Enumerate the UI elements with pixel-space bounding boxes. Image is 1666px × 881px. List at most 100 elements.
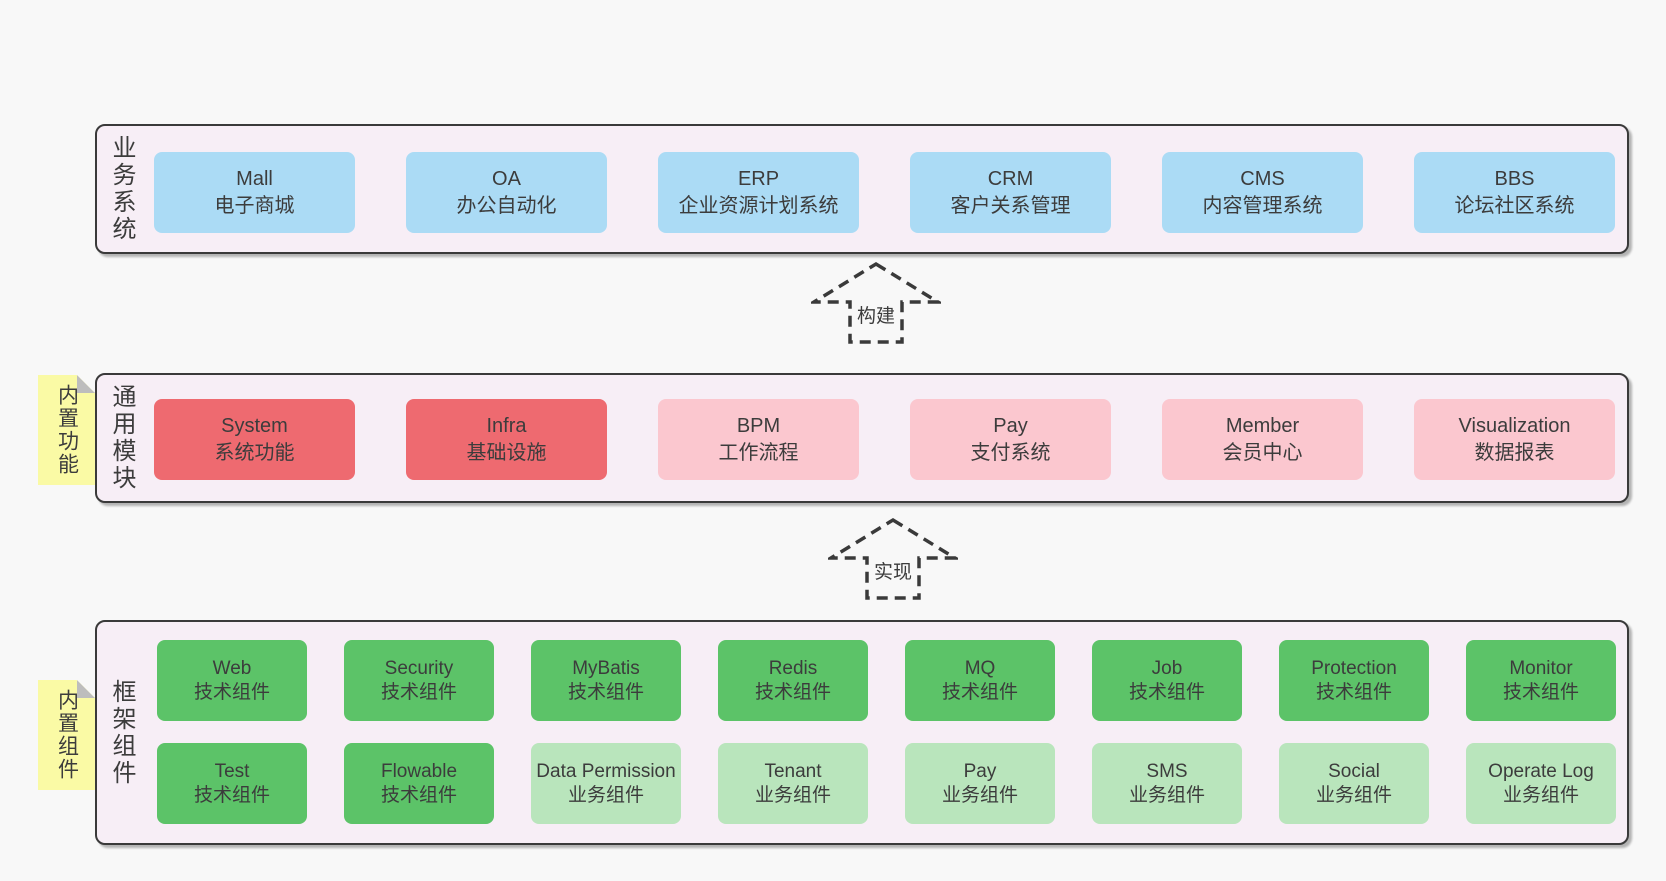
box-erp: ERP 企业资源计划系统 (658, 152, 859, 233)
modules-box-row: System 系统功能 Infra 基础设施 BPM 工作流程 Pay 支付系统… (154, 399, 1615, 480)
box-subtitle: 业务组件 (1502, 784, 1579, 806)
box-subtitle: 系统功能 (214, 441, 295, 464)
box-test: Test 技术组件 (157, 743, 307, 824)
box-title: CMS (1240, 167, 1285, 190)
box-member: Member 会员中心 (1162, 399, 1363, 480)
box-title: MQ (964, 657, 996, 679)
components-layer-label: 框架组件 (108, 678, 135, 787)
box-oa: OA 办公自动化 (406, 152, 607, 233)
box-title: CRM (987, 167, 1034, 190)
box-subtitle: 技术组件 (1502, 681, 1579, 703)
box-subtitle: 业务组件 (754, 784, 831, 806)
box-subtitle: 技术组件 (380, 784, 457, 806)
box-title: Pay (993, 414, 1028, 437)
business-layer-label: 业务系统 (108, 135, 135, 243)
box-title: Flowable (380, 760, 458, 782)
modules-layer-label: 通用模块 (108, 384, 135, 492)
business-systems-layer: 业务系统 Mall 电子商城 OA 办公自动化 ERP 企业资源计划系统 CRM… (95, 124, 1629, 254)
box-title: Web (212, 657, 252, 679)
box-subtitle: 技术组件 (380, 681, 457, 703)
box-web: Web 技术组件 (157, 640, 307, 721)
box-subtitle: 技术组件 (567, 681, 644, 703)
box-subtitle: 业务组件 (941, 784, 1018, 806)
box-title: BPM (736, 414, 781, 437)
folded-corner-icon (77, 680, 95, 698)
box-infra: Infra 基础设施 (406, 399, 607, 480)
box-title: OA (492, 167, 521, 190)
box-subtitle: 支付系统 (970, 441, 1051, 464)
box-mybatis: MyBatis 技术组件 (531, 640, 681, 721)
common-modules-layer: 通用模块 System 系统功能 Infra 基础设施 BPM 工作流程 Pay… (95, 373, 1629, 503)
box-visualization: Visualization 数据报表 (1414, 399, 1615, 480)
box-pay-business: Pay 业务组件 (905, 743, 1055, 824)
box-subtitle: 技术组件 (1128, 681, 1205, 703)
box-subtitle: 论坛社区系统 (1454, 194, 1575, 217)
box-title: Job (1151, 657, 1183, 679)
box-title: System (221, 414, 288, 437)
box-subtitle: 电子商城 (214, 194, 295, 217)
box-system: System 系统功能 (154, 399, 355, 480)
builtin-functions-sticky-note: 内置功能 (38, 375, 95, 485)
box-mall: Mall 电子商城 (154, 152, 355, 233)
box-cms: CMS 内容管理系统 (1162, 152, 1363, 233)
box-title: Member (1225, 414, 1300, 437)
box-social: Social 业务组件 (1279, 743, 1429, 824)
box-flowable: Flowable 技术组件 (344, 743, 494, 824)
box-title: Visualization (1458, 414, 1571, 437)
box-monitor: Monitor 技术组件 (1466, 640, 1616, 721)
box-title: Test (214, 760, 250, 782)
box-subtitle: 数据报表 (1474, 441, 1555, 464)
box-pay: Pay 支付系统 (910, 399, 1111, 480)
box-subtitle: 会员中心 (1222, 441, 1303, 464)
box-title: BBS (1494, 167, 1535, 190)
box-operate-log: Operate Log 业务组件 (1466, 743, 1616, 824)
implement-arrow-label: 实现 (870, 557, 916, 584)
box-title: MyBatis (572, 657, 640, 679)
box-subtitle: 业务组件 (1315, 784, 1392, 806)
box-title: ERP (737, 167, 780, 190)
box-sms: SMS 业务组件 (1092, 743, 1242, 824)
folded-corner-icon (77, 375, 95, 393)
box-data-permission: Data Permission 业务组件 (531, 743, 681, 824)
business-box-row: Mall 电子商城 OA 办公自动化 ERP 企业资源计划系统 CRM 客户关系… (154, 152, 1615, 233)
box-bpm: BPM 工作流程 (658, 399, 859, 480)
box-title: Pay (963, 760, 997, 782)
box-subtitle: 技术组件 (754, 681, 831, 703)
implement-arrow: 实现 (828, 517, 958, 601)
box-bbs: BBS 论坛社区系统 (1414, 152, 1615, 233)
box-subtitle: 内容管理系统 (1202, 194, 1323, 217)
box-job: Job 技术组件 (1092, 640, 1242, 721)
box-title: Infra (486, 414, 527, 437)
builtin-components-sticky-note: 内置组件 (38, 680, 95, 790)
box-subtitle: 基础设施 (466, 441, 547, 464)
components-box-row-2: Test 技术组件 Flowable 技术组件 Data Permission … (157, 743, 1616, 824)
box-title: Security (384, 657, 454, 679)
components-box-row-1: Web 技术组件 Security 技术组件 MyBatis 技术组件 Redi… (157, 640, 1616, 721)
box-subtitle: 工作流程 (718, 441, 799, 464)
box-crm: CRM 客户关系管理 (910, 152, 1111, 233)
box-subtitle: 业务组件 (1128, 784, 1205, 806)
box-subtitle: 技术组件 (1315, 681, 1392, 703)
box-subtitle: 技术组件 (193, 681, 270, 703)
build-arrow: 构建 (811, 261, 941, 345)
box-title: Protection (1311, 657, 1397, 679)
box-title: SMS (1146, 760, 1188, 782)
box-subtitle: 技术组件 (193, 784, 270, 806)
box-security: Security 技术组件 (344, 640, 494, 721)
box-title: Data Permission (536, 760, 676, 782)
box-subtitle: 企业资源计划系统 (678, 194, 839, 217)
build-arrow-label: 构建 (853, 301, 899, 328)
box-title: Tenant (764, 760, 822, 782)
box-subtitle: 客户关系管理 (950, 194, 1071, 217)
box-subtitle: 办公自动化 (456, 194, 557, 217)
box-mq: MQ 技术组件 (905, 640, 1055, 721)
box-subtitle: 技术组件 (941, 681, 1018, 703)
box-title: Redis (768, 657, 818, 679)
box-subtitle: 业务组件 (567, 784, 644, 806)
box-title: Operate Log (1488, 760, 1594, 782)
sticky-note-label: 内置功能 (55, 384, 79, 476)
box-protection: Protection 技术组件 (1279, 640, 1429, 721)
box-title: Monitor (1509, 657, 1573, 679)
framework-components-layer: 框架组件 Web 技术组件 Security 技术组件 MyBatis 技术组件… (95, 620, 1629, 845)
